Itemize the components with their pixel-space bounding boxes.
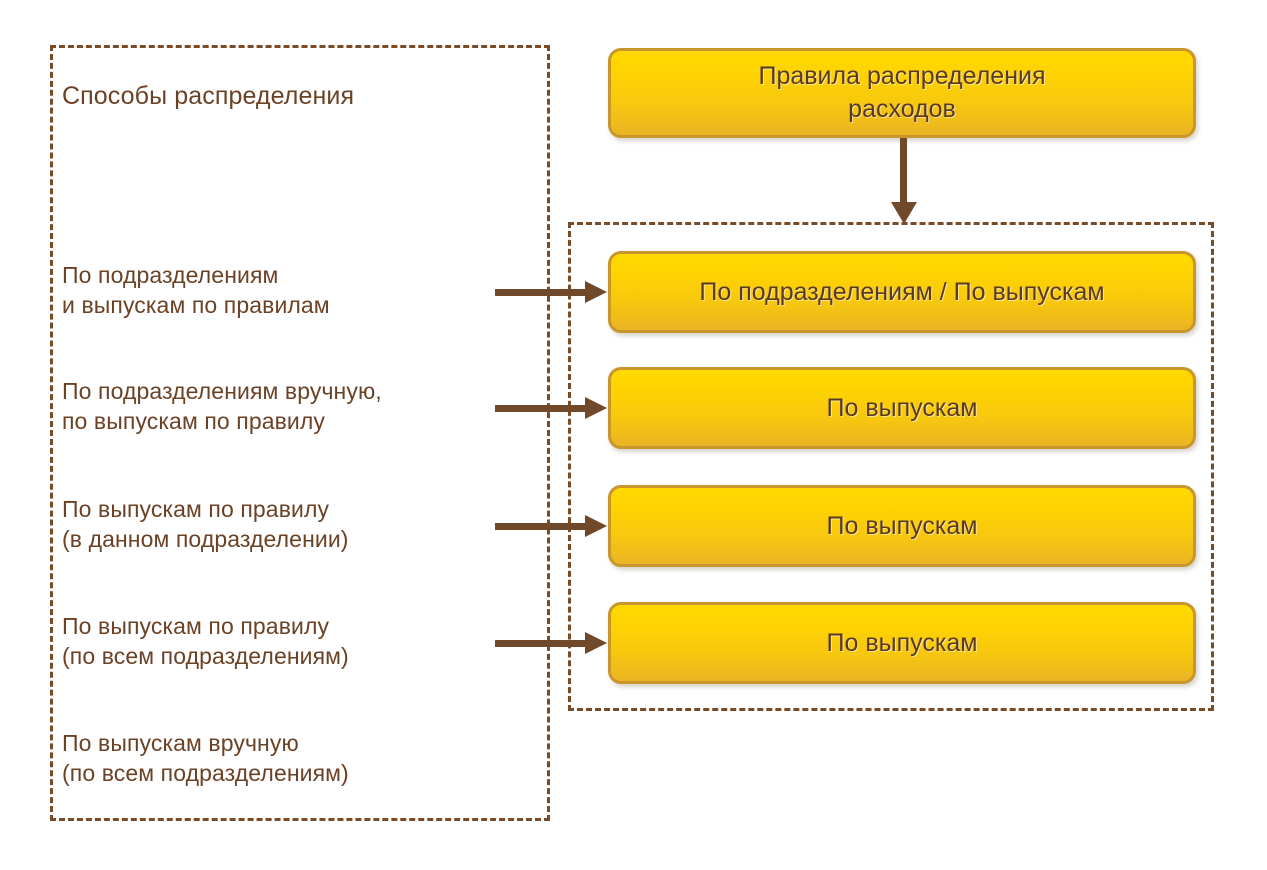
method-label-1: По подразделениям и выпускам по правилам (62, 262, 330, 318)
arrow-shaft (495, 289, 587, 296)
rule-box-3[interactable]: По выпускам (608, 485, 1196, 567)
arrow-head (585, 515, 607, 537)
arrow-shaft (495, 405, 587, 412)
method-label-2: По подразделениям вручную, по выпускам п… (62, 378, 382, 434)
method-label-3: По выпускам по правилу (в данном подразд… (62, 496, 349, 552)
header-box[interactable]: Правила распределения расходов (608, 48, 1196, 138)
rule-box-2[interactable]: По выпускам (608, 367, 1196, 449)
rule-box-3-label: По выпускам (826, 511, 978, 540)
methods-panel (50, 45, 550, 821)
rule-box-4-label: По выпускам (826, 628, 978, 657)
rule-box-1-label: По подразделениям / По выпускам (699, 277, 1105, 306)
rule-box-2-label: По выпускам (826, 393, 978, 422)
methods-panel-title: Способы распределения (62, 82, 355, 110)
method-label-4: По выпускам по правилу (по всем подразде… (62, 613, 349, 669)
arrow-head (891, 202, 917, 224)
arrow-right-icon-4 (495, 632, 607, 654)
rules-panel (568, 222, 1214, 711)
method-label-5: По выпускам вручную (по всем подразделен… (62, 730, 349, 786)
arrow-down-icon (891, 138, 917, 224)
arrow-right-icon-1 (495, 281, 607, 303)
header-box-label: Правила распределения расходов (758, 62, 1046, 123)
arrow-right-icon-2 (495, 397, 607, 419)
arrow-shaft (495, 640, 587, 647)
rule-box-4[interactable]: По выпускам (608, 602, 1196, 684)
arrow-shaft (495, 523, 587, 530)
arrow-right-icon-3 (495, 515, 607, 537)
arrow-head (585, 632, 607, 654)
arrow-head (585, 397, 607, 419)
rule-box-1[interactable]: По подразделениям / По выпускам (608, 251, 1196, 333)
arrow-head (585, 281, 607, 303)
arrow-shaft (900, 138, 907, 204)
